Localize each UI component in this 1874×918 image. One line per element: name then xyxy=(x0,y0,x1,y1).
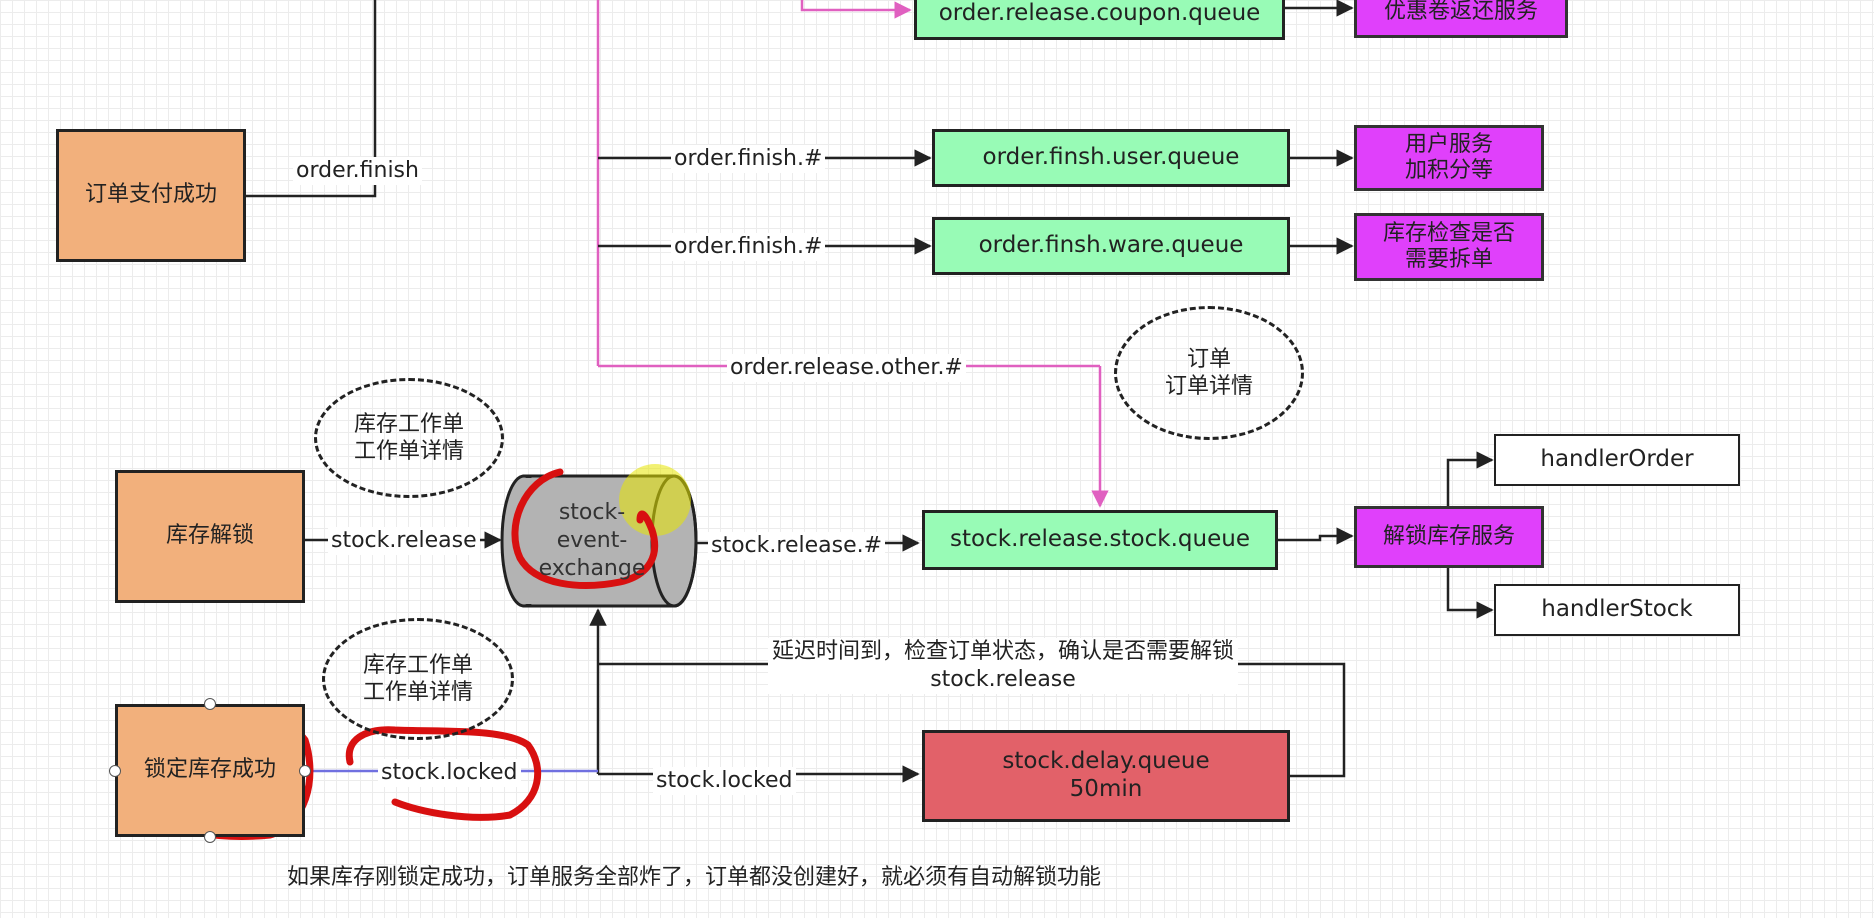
stock-work-line1: 库存工作单 xyxy=(353,411,464,437)
dead-letter-note: 延迟时间到，检查订单状态，确认是否需要解锁 stock.release xyxy=(768,638,1239,694)
exchange-line1: stock- xyxy=(558,500,626,525)
user-service-box: 用户服务 加积分等 xyxy=(1354,125,1544,191)
label-order-finish-ware: order.finish.# xyxy=(671,233,826,261)
stock-unlock-box: 库存解锁 xyxy=(115,470,305,603)
coupon-service-box: 优惠卷返还服务 xyxy=(1354,0,1568,38)
exchange-label: stock- event- exchange xyxy=(512,476,672,606)
order-detail-ellipse: 订单 订单详情 xyxy=(1114,306,1304,440)
label-stock-locked-route: stock.locked xyxy=(653,767,796,795)
delay-queue-box: stock.delay.queue 50min xyxy=(922,730,1290,822)
handler-stock-box: handlerStock xyxy=(1494,584,1740,636)
ware-service-line2: 需要拆单 xyxy=(1404,247,1493,272)
label-order-finish-user: order.finish.# xyxy=(671,145,826,173)
unlock-service-box: 解锁库存服务 xyxy=(1354,506,1544,568)
selection-handle-top[interactable] xyxy=(204,698,216,710)
delay-queue-line2: 50min xyxy=(1069,776,1143,802)
selection-handle-right[interactable] xyxy=(299,765,311,777)
ware-queue-box: order.finsh.ware.queue xyxy=(932,217,1290,275)
ware-service-line1: 库存检查是否 xyxy=(1382,220,1515,246)
selection-handle-bottom[interactable] xyxy=(204,831,216,843)
label-order-finish: order.finish xyxy=(293,157,422,185)
stock-work-line2: 工作单详情 xyxy=(353,439,464,464)
exchange-line3: exchange xyxy=(538,556,646,581)
dead-letter-line2: stock.release xyxy=(930,667,1076,692)
stock-work2-line1: 库存工作单 xyxy=(362,652,473,678)
order-detail-line1: 订单 xyxy=(1186,346,1231,372)
bottom-note: 如果库存刚锁定成功，订单服务全部炸了，订单都没创建好，就必须有自动解锁功能 xyxy=(287,865,1102,890)
order-detail-line2: 订单详情 xyxy=(1164,374,1253,399)
stock-work-ellipse: 库存工作单 工作单详情 xyxy=(314,378,504,498)
user-service-line1: 用户服务 xyxy=(1404,131,1493,157)
exchange-line2: event- xyxy=(556,528,628,553)
label-stock-release-out: stock.release.# xyxy=(708,532,886,560)
label-order-release-other: order.release.other.# xyxy=(727,354,966,382)
dead-letter-line1: 延迟时间到，检查订单状态，确认是否需要解锁 xyxy=(772,639,1235,664)
coupon-queue-box: order.release.coupon.queue xyxy=(914,0,1285,40)
user-service-line2: 加积分等 xyxy=(1404,158,1493,183)
order-paid-box: 订单支付成功 xyxy=(56,129,246,262)
handler-order-box: handlerOrder xyxy=(1494,434,1740,486)
label-stock-locked-in: stock.locked xyxy=(378,759,521,787)
release-stock-queue-box: stock.release.stock.queue xyxy=(922,510,1278,570)
stock-work2-line2: 工作单详情 xyxy=(362,680,473,705)
ware-service-box: 库存检查是否 需要拆单 xyxy=(1354,213,1544,281)
user-queue-box: order.finsh.user.queue xyxy=(932,129,1290,187)
label-stock-release-in: stock.release xyxy=(328,527,480,555)
selection-handle-left[interactable] xyxy=(109,765,121,777)
delay-queue-line1: stock.delay.queue xyxy=(1002,748,1210,775)
stock-work-ellipse-2: 库存工作单 工作单详情 xyxy=(322,618,514,740)
stock-locked-ok-box: 锁定库存成功 xyxy=(115,704,305,837)
